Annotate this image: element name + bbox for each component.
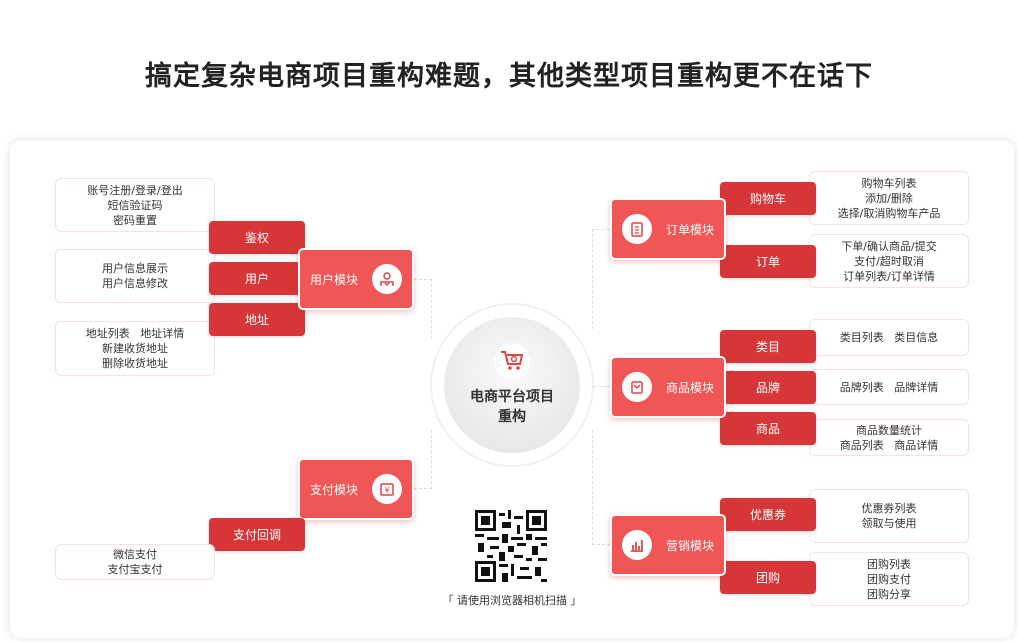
module-market[interactable]: 营销模块 (610, 514, 726, 576)
leaf-line: 购物车列表 (861, 176, 917, 190)
leaf-order: 下单/确认商品/提交支付/超时取消订单列表/订单详情 (809, 234, 969, 288)
leaf-line: 账号注册/登录/登出 (87, 183, 183, 197)
leaf-line: 订单模块 (665, 222, 714, 237)
leaf-line: 支付模块 (309, 482, 358, 497)
leaf-line: 短信验证码 (107, 198, 163, 212)
center-title-1: 电商平台项目 (470, 389, 554, 405)
leaf-line: 品牌列表 品牌详情 (839, 380, 939, 394)
sub-order[interactable]: 订单 (720, 245, 816, 278)
sub-cart[interactable]: 购物车 (720, 182, 816, 215)
leaf-line: 团购列表 (867, 557, 911, 571)
sub-brand[interactable]: 品牌 (720, 371, 816, 404)
leaf-cart: 购物车列表添加/删除选择/取消购物车产品 (809, 171, 969, 225)
leaf-line: 下单/确认商品/提交 (841, 239, 937, 253)
yen-icon: ¥ (372, 474, 402, 504)
leaf-line: 用户信息修改 (102, 277, 168, 290)
module-order[interactable]: 订单模块 (610, 198, 726, 260)
leaf-line: 支付/超时取消 (854, 254, 924, 268)
module-pay[interactable]: 支付模块 ¥ (298, 458, 414, 520)
leaf-category: 类目列表 类目信息 (809, 319, 969, 356)
leaf-line: 领取与使用 (861, 517, 917, 530)
leaf-line: 团购分享 (867, 587, 911, 601)
leaf-line: 微信支付 (113, 548, 157, 561)
leaf-auth: 账号注册/登录/登出短信验证码密码重置 (55, 178, 215, 232)
leaf-coupon: 优惠券列表领取与使用 (809, 489, 969, 543)
leaf-line: 营销模块 (665, 538, 714, 553)
leaf-line: 删除收货地址 (102, 357, 168, 370)
leaf-line: 支付宝支付 (107, 563, 163, 576)
leaf-line: 商品模块 (665, 380, 714, 395)
cart-icon (494, 343, 530, 379)
leaf-user: 用户信息展示用户信息修改 (55, 249, 215, 303)
bag-icon (621, 372, 652, 402)
leaf-pay: 微信支付支付宝支付 (55, 544, 215, 580)
sub-groupbuy[interactable]: 团购 (720, 561, 816, 594)
leaf-brand: 品牌列表 品牌详情 (809, 369, 969, 405)
leaf-line: 优惠券列表 (861, 502, 917, 515)
sub-auth[interactable]: 鉴权 (209, 221, 305, 254)
leaf-line: 地址列表 地址详情 (85, 327, 185, 340)
leaf-line: 用户模块 (309, 272, 358, 287)
qr-code (475, 510, 547, 582)
bar-chart-icon (621, 530, 652, 560)
sub-pay-callback[interactable]: 支付回调 (209, 518, 305, 551)
leaf-groupbuy: 团购列表团购支付团购分享 (809, 552, 969, 606)
svg-text:¥: ¥ (384, 486, 389, 495)
sub-user[interactable]: 用户 (209, 262, 305, 295)
leaf-goods: 商品数量统计商品列表 商品详情 (809, 419, 969, 456)
leaf-line: 用户信息展示 (102, 262, 168, 275)
user-icon (372, 264, 402, 294)
leaf-line: 新建收货地址 (102, 342, 168, 355)
qr-caption: 「 请使用浏览器相机扫描 」 (442, 594, 582, 607)
leaf-line: 商品列表 商品详情 (839, 438, 939, 452)
module-user[interactable]: 用户模块 (298, 248, 414, 310)
leaf-address: 地址列表 地址详情新建收货地址删除收货地址 (55, 321, 215, 376)
center-node: 电商平台项目 重构 (444, 317, 580, 453)
sub-goods[interactable]: 商品 (720, 412, 816, 445)
sub-coupon[interactable]: 优惠券 (720, 498, 816, 531)
leaf-line: 团购支付 (867, 572, 911, 586)
leaf-line: 密码重置 (113, 213, 157, 227)
leaf-line: 商品数量统计 (856, 423, 922, 437)
center-ring (430, 303, 594, 467)
page-title: 搞定复杂电商项目重构难题，其他类型项目重构更不在话下 (145, 61, 873, 92)
clipboard-icon (621, 214, 652, 244)
leaf-line: 订单列表/订单详情 (843, 269, 935, 283)
center-title-2: 重构 (498, 409, 526, 425)
leaf-line: 类目列表 类目信息 (839, 331, 939, 344)
sub-category[interactable]: 类目 (720, 330, 816, 363)
module-goods[interactable]: 商品模块 (610, 356, 726, 418)
leaf-line: 添加/删除 (865, 191, 913, 205)
sub-address[interactable]: 地址 (209, 303, 305, 336)
leaf-line: 选择/取消购物车产品 (837, 206, 941, 220)
